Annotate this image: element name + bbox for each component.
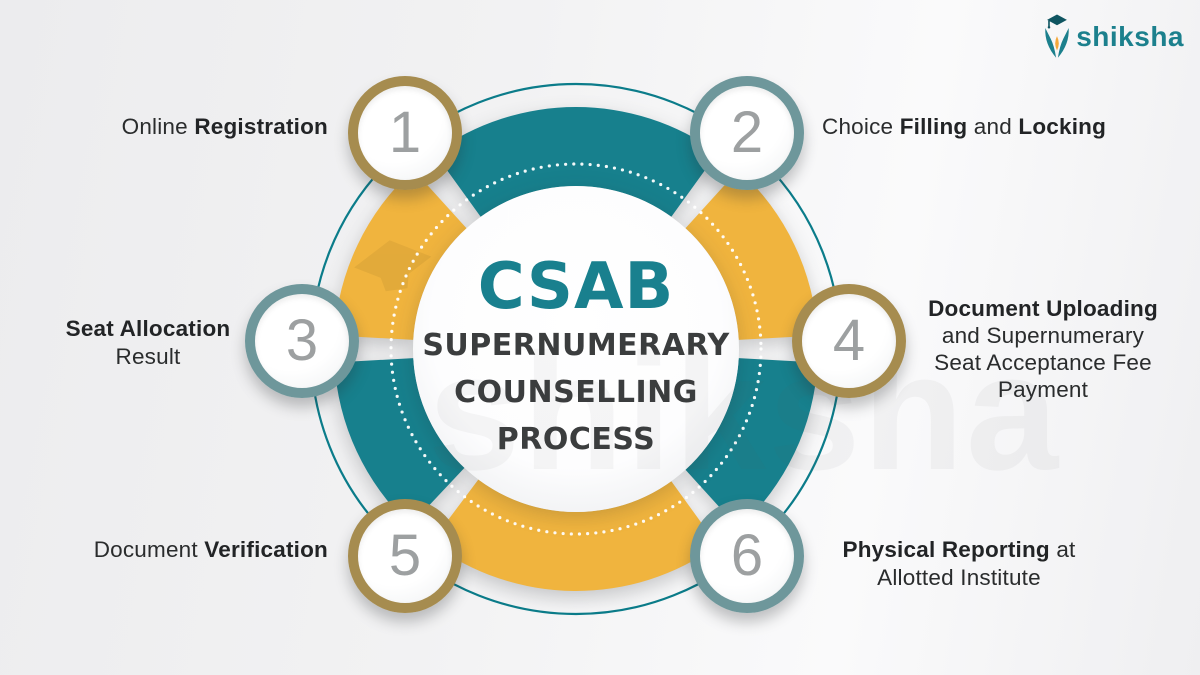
step-number-1: 1 [388, 100, 422, 165]
ring-segment-yellow [431, 479, 718, 592]
step-circle-4: 4 [792, 284, 906, 398]
bird-icon [1045, 28, 1069, 58]
step-number-6: 6 [730, 523, 764, 588]
diagram-subtitle-line: SUPERNUMERARY [422, 328, 730, 363]
step-circle-5: 5 [348, 499, 462, 613]
step-number-4: 4 [832, 308, 866, 373]
ring-segment-yellow [334, 169, 467, 340]
diagram-subtitle-line: PROCESS [496, 422, 656, 457]
dotted-circle [389, 162, 763, 536]
shiksha-logo: shiksha [1039, 12, 1184, 62]
step-circle-3: 3 [245, 284, 359, 398]
step-number-3: 3 [285, 308, 319, 373]
graduation-cap-icon [1047, 14, 1068, 29]
step-circle-6: 6 [690, 499, 804, 613]
center-disc [413, 186, 739, 512]
graduation-cap-watermark-icon [354, 240, 432, 292]
diagram-subtitle-line: COUNSELLING [454, 375, 698, 410]
step-number-5: 5 [388, 523, 422, 588]
step-circle-1: 1 [348, 76, 462, 190]
ring-segment-teal [434, 106, 718, 217]
shiksha-logo-text: shiksha [1076, 21, 1184, 52]
step-label-document-verification: Document Verification [93, 537, 328, 562]
step-circle-2: 2 [690, 76, 804, 190]
step-label-choice-filling-locking: Choice Filling and Locking [822, 114, 1107, 139]
ring-segment-teal [334, 358, 465, 526]
ring-segment-yellow [685, 169, 818, 340]
diagram-title: CSAB [477, 250, 675, 324]
ring-segment-teal [685, 358, 818, 529]
center-title-block: CSAB SUPERNUMERARY COUNSELLING PROCESS [416, 252, 736, 463]
shiksha-logo-icon [1045, 14, 1069, 58]
step-label-online-registration: Online Registration [121, 114, 328, 139]
ring-segments [334, 106, 818, 592]
step-number-2: 2 [730, 100, 764, 165]
